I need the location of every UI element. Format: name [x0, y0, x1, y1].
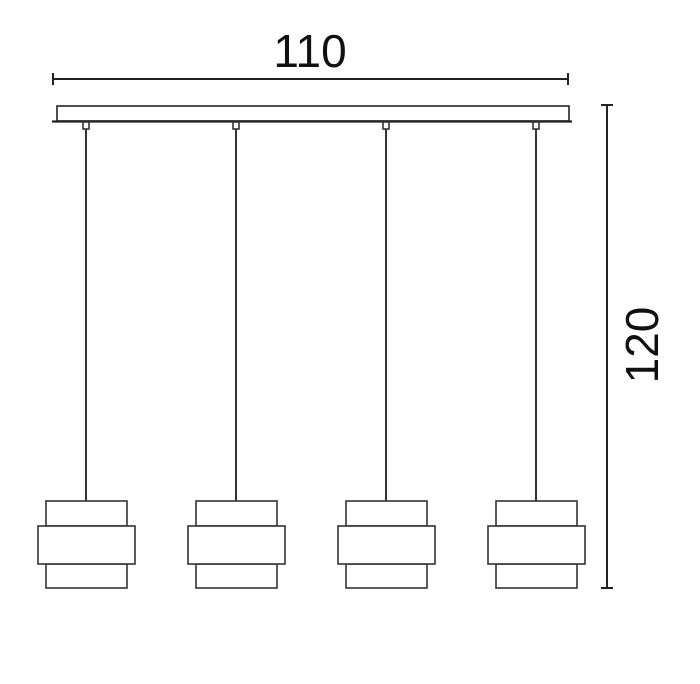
shade-top	[195, 500, 278, 527]
shade-top	[345, 500, 428, 527]
canopy	[52, 105, 572, 123]
pendant	[487, 121, 586, 589]
pendants	[37, 121, 586, 589]
shade-band	[487, 525, 586, 565]
width-dimension	[52, 73, 569, 85]
pendant	[337, 121, 436, 589]
connector	[82, 121, 90, 130]
shade-bottom	[495, 563, 578, 589]
shade-band	[37, 525, 136, 565]
connector	[532, 121, 540, 130]
connector	[382, 121, 390, 130]
pendant	[37, 121, 136, 589]
height-label: 120	[616, 307, 668, 384]
shade-bottom	[195, 563, 278, 589]
shade-bottom	[345, 563, 428, 589]
height-dimension	[601, 104, 613, 589]
shade-band	[187, 525, 286, 565]
shade-bottom	[45, 563, 128, 589]
shade-top	[495, 500, 578, 527]
shade-top	[45, 500, 128, 527]
connector	[232, 121, 240, 130]
pendant	[187, 121, 286, 589]
shade-band	[337, 525, 436, 565]
width-label: 110	[273, 25, 346, 77]
